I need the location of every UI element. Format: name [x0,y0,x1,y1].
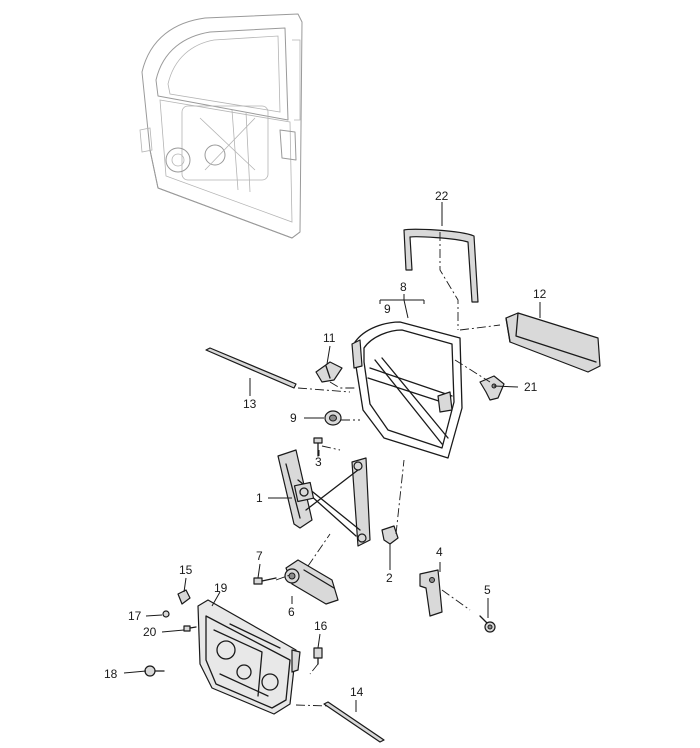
callout-20: 20 [143,625,157,639]
part-4-plate [419,569,443,617]
callout-5: 5 [484,583,491,597]
callout-17: 17 [128,609,142,623]
part-1-window-regulator [277,449,371,547]
part-19-door-inner-panel [197,599,301,715]
callout-labels: 22 8 9 12 11 13 21 9 3 1 7 4 2 15 19 5 6… [104,189,547,699]
callout-14: 14 [350,685,364,699]
callout-11: 11 [323,331,336,345]
callout-4: 4 [436,545,443,559]
part-5-bolt [479,615,496,633]
callout-8: 8 [400,280,407,294]
callout-13: 13 [243,397,257,411]
callout-22: 22 [435,189,449,203]
callout-9-grommet: 9 [290,411,297,425]
callout-18: 18 [104,667,118,681]
part-21-bracket [479,375,505,401]
part-9-grommet [324,410,342,426]
part-18-bolt [144,665,165,677]
part-16-bolt [313,647,323,665]
alignment-lines [275,232,501,707]
door-overview-illustration [139,13,303,239]
callout-9-frame: 9 [384,302,391,316]
callout-2: 2 [386,571,393,585]
part-11-clip [315,361,343,383]
callout-7: 7 [256,549,263,563]
callout-3: 3 [315,455,322,469]
leader-lines [123,202,541,712]
part-20-screw [183,625,197,632]
callout-15: 15 [179,563,193,577]
part-22-window-channel [403,228,479,303]
part-7-screw [253,577,277,585]
callout-6: 6 [288,605,295,619]
part-14-seal-strip [323,701,385,743]
part-17-clip [162,610,170,618]
part-12-trim-strip [505,312,601,373]
callout-1: 1 [256,491,263,505]
callout-19: 19 [214,581,228,595]
part-15-clip [177,589,191,605]
part-8-window-frame [351,321,463,459]
callout-16: 16 [314,619,328,633]
part-13-seal-strip [205,347,297,389]
part-3-bolt [313,437,323,457]
callout-12: 12 [533,287,547,301]
callout-21: 21 [524,380,538,394]
part-2-cap [381,525,399,545]
part-6-regulator-motor [284,559,339,605]
